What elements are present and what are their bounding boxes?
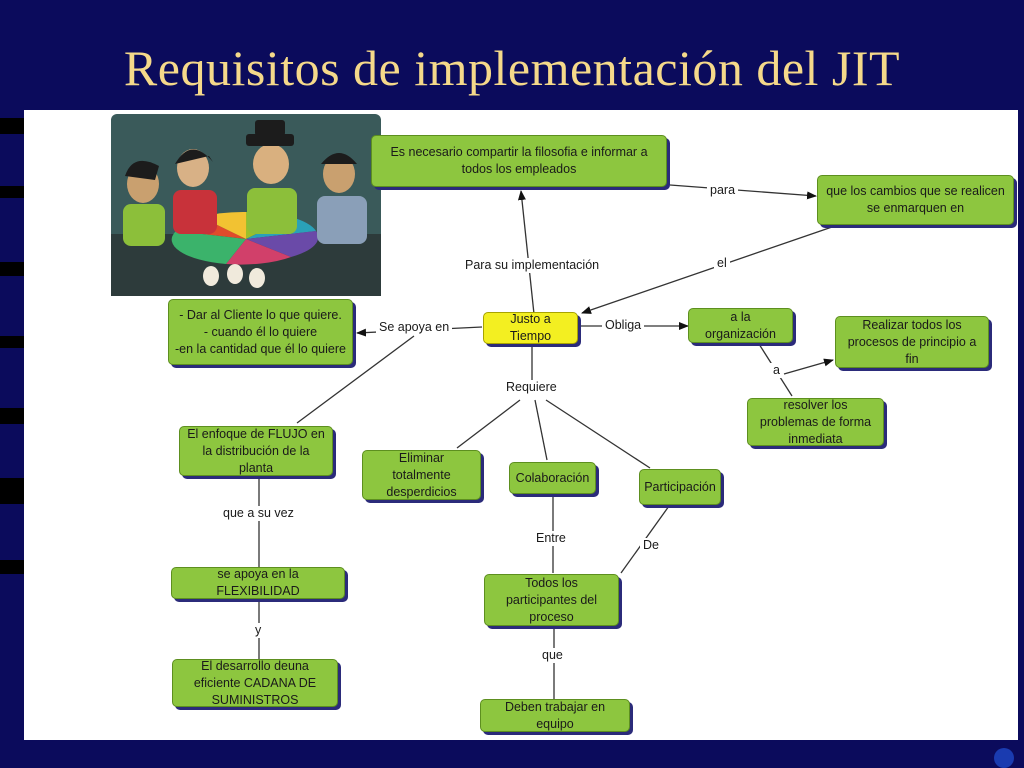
node-participacion: Participación: [639, 469, 721, 505]
node-colaboracion: Colaboración: [509, 462, 596, 494]
link-label-para-su-implementacion: Para su implementación: [462, 258, 603, 273]
link-label-el: el: [714, 256, 730, 271]
bg-band: [0, 186, 24, 198]
link-label-se-apoya-en: Se apoya en: [376, 320, 453, 335]
link-label-para: para: [707, 183, 739, 198]
concept-map-panel: Es necesario compartir la filosofia e in…: [24, 110, 1018, 740]
node-realizar: Realizar todos los procesos de principio…: [835, 316, 989, 368]
node-flujo: El enfoque de FLUJO en la distribución d…: [179, 426, 333, 476]
bg-band: [0, 262, 24, 276]
node-desarrollo: El desarrollo deuna eficiente CADANA DE …: [172, 659, 338, 707]
link-label-requiere: Requiere: [503, 380, 560, 395]
link-label-a: a: [770, 363, 783, 378]
concept-links: [258, 184, 834, 699]
link-label-de: De: [640, 538, 662, 553]
slide-title: Requisitos de implementación del JIT: [123, 40, 901, 96]
node-justo-a-tiempo: Justo a Tiempo: [483, 312, 578, 344]
node-eliminar: Eliminar totalmente desperdicios: [362, 450, 481, 500]
node-cambios: que los cambios que se realicen se enmar…: [817, 175, 1014, 225]
node-resolver: resolver los problemas de forma inmediat…: [747, 398, 884, 446]
corner-decoration: [994, 748, 1014, 768]
bg-band: [0, 478, 24, 504]
bg-band: [0, 408, 24, 424]
link-label-y: y: [252, 623, 265, 638]
link-label-entre: Entre: [533, 531, 569, 546]
bg-band: [0, 560, 24, 574]
link-label-obliga: Obliga: [602, 318, 645, 333]
node-todos: Todos los participantes del proceso: [484, 574, 619, 626]
node-equipo: Deben trabajar en equipo: [480, 699, 630, 732]
link-label-que-a-su-vez: que a su vez: [220, 506, 297, 521]
bg-band: [0, 336, 24, 348]
node-filosofia: Es necesario compartir la filosofia e in…: [371, 135, 667, 187]
node-cliente: - Dar al Cliente lo que quiere. - cuando…: [168, 299, 353, 365]
node-flexibilidad: se apoya en la FLEXIBILIDAD: [171, 567, 345, 599]
team-illustration: [111, 114, 381, 296]
link-label-que: que: [539, 648, 566, 663]
node-organizacion: a la organización: [688, 308, 793, 343]
bg-band: [0, 118, 24, 134]
